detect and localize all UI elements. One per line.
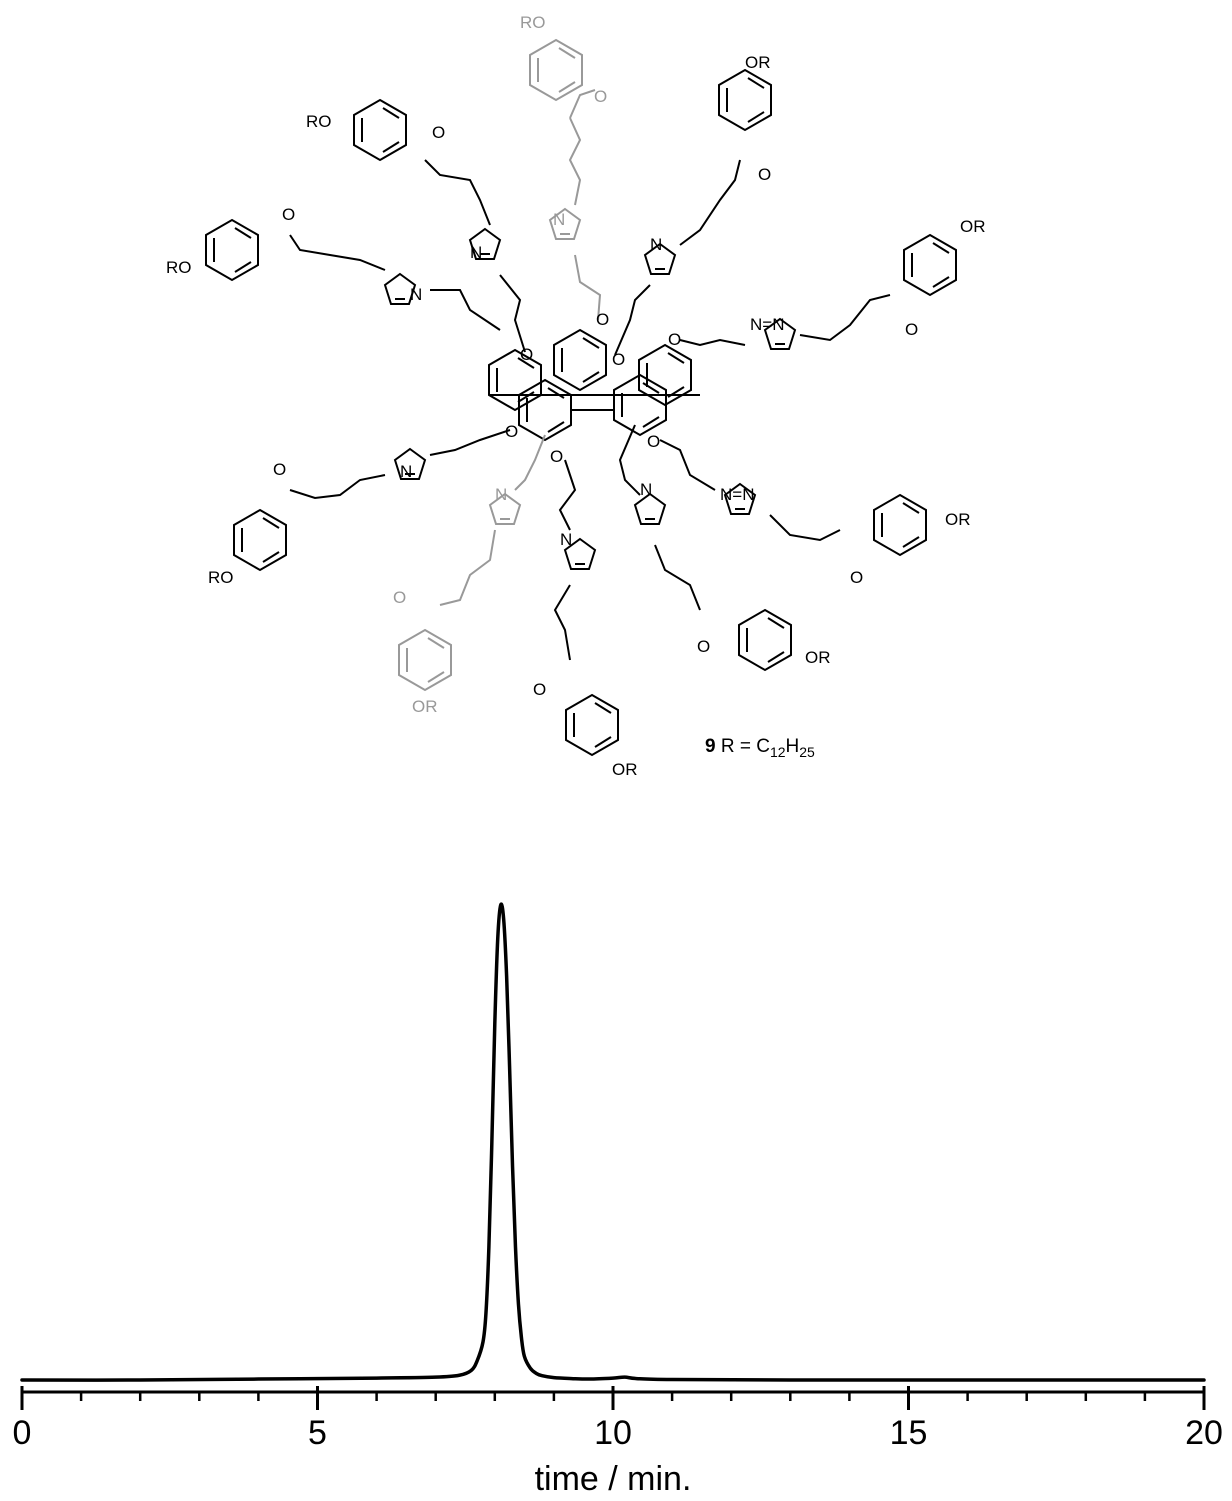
arm-top-right [614,69,772,356]
or-label: OR [745,53,771,72]
r-sub-25: 25 [799,744,815,760]
arm-top-left [353,99,526,353]
r-sub-12: 12 [770,744,786,760]
x-tick-label: 5 [308,1414,327,1452]
compound-number: 9 [705,736,716,757]
o-label: O [905,320,918,339]
o-label: O [550,447,563,466]
x-tick-label: 0 [13,1414,32,1452]
x-axis-title: time / min. [535,1460,692,1498]
arm-bottom [553,459,619,756]
o-label: O [850,568,863,587]
ro-label: RO [520,13,546,32]
molecule-structure: RO OR RO RO OR RO OR OR OR OR N N N N N=… [166,13,986,779]
ro-label: RO [166,258,192,277]
n-label: N [640,480,652,499]
x-axis: 0 5 10 15 20 [13,1386,1223,1452]
arm-top [529,39,602,321]
series-line-0 [20,902,1206,1382]
ro-label: RO [208,568,234,587]
arm-right [679,234,957,350]
n-label: N [553,210,565,229]
x-tick-label: 20 [1185,1414,1223,1452]
or-label: OR [945,510,971,529]
or-label: OR [412,697,438,716]
arm-bottom-left [398,434,546,691]
atom-labels: RO OR RO RO OR RO OR OR OR OR N N N N N=… [166,13,986,779]
x-tick-label: 10 [594,1414,632,1452]
n-label: N [410,285,422,304]
n-eq-n-label: N=N [750,315,784,334]
arm-lower-left [233,429,511,571]
o-label: O [432,123,445,142]
o-label: O [282,205,295,224]
core-macrocycle [488,329,700,441]
or-label: OR [612,760,638,779]
o-label: O [505,422,518,441]
plot-area [20,902,1206,1382]
arm-bottom-right [618,424,792,671]
n-label: N [470,243,482,262]
o-label: O [668,330,681,349]
o-label: O [697,637,710,656]
ro-label: RO [306,112,332,131]
o-label: O [533,680,546,699]
o-label: O [647,432,660,451]
o-label: O [596,310,609,329]
x-tick-label: 15 [890,1414,928,1452]
o-label: O [594,87,607,106]
n-label: N [495,485,507,504]
compound-caption: 9 R = C12H25 [705,736,815,760]
n-label: N [650,235,662,254]
o-label: O [612,350,625,369]
n-eq-n-label: N=N [720,485,754,504]
o-label: O [520,345,533,364]
r-prefix: R = C [716,736,770,757]
arms [205,39,957,756]
arm-lower-right [659,439,927,556]
r-mid-h: H [786,736,800,757]
o-label: O [393,588,406,607]
o-label: O [273,460,286,479]
arm-left [205,219,501,331]
or-label: OR [805,648,831,667]
or-label: OR [960,217,986,236]
n-label: N [400,462,412,481]
o-label: O [758,165,771,184]
n-label: N [560,530,572,549]
